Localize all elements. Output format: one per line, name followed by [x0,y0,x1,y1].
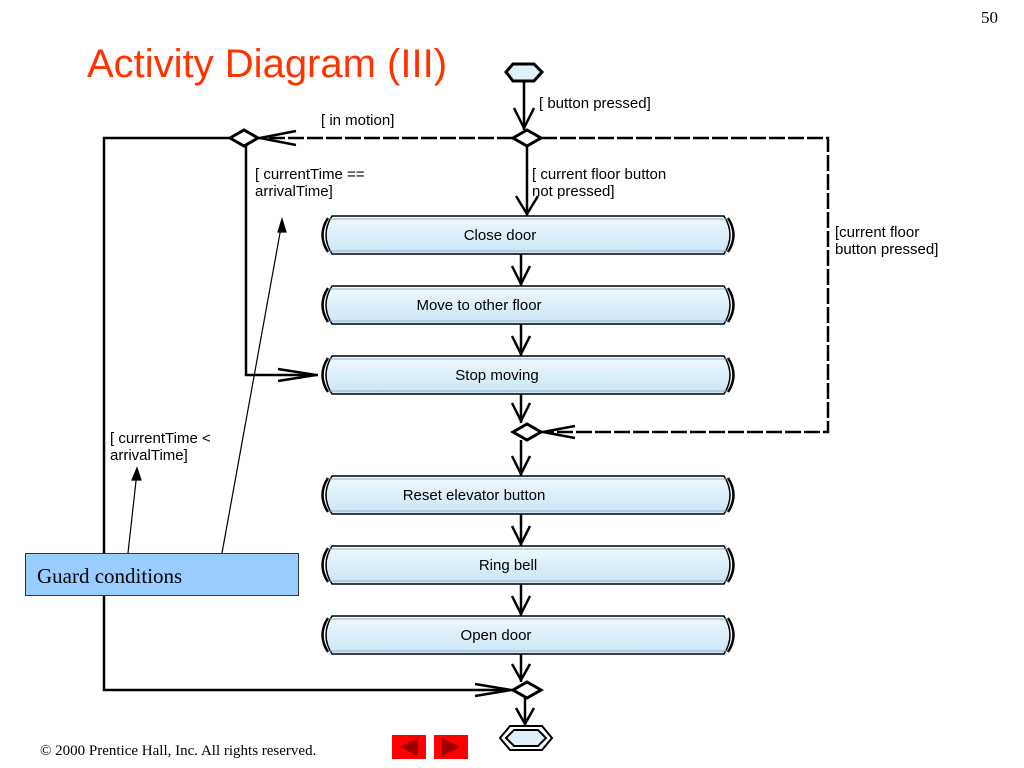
copyright-footer: © 2000 Prentice Hall, Inc. All rights re… [40,743,317,759]
activity-label: Open door [461,627,532,644]
slide-title: Activity Diagram (III) [87,42,448,86]
guard-button-pressed: [ button pressed] [539,95,651,112]
activity-state: Ring bell [321,545,735,585]
previous-slide-button[interactable] [392,735,426,759]
guard-floor-not-pressed-line2: not pressed] [532,183,615,200]
guard-floor-pressed-line2: button pressed] [835,241,938,258]
guard-current-time-equals-line1: [ currentTime == [255,166,365,183]
merge-diamond-middle [509,422,545,442]
callout-pointers [127,216,287,554]
transitions [102,81,830,727]
initial-state [504,62,545,83]
guard-current-time-less-line1: [ currentTime < [110,430,211,447]
guard-floor-not-pressed-line1: [ current floor button [532,166,666,183]
activity-state: Move to other floor [321,285,735,325]
activity-label: Stop moving [455,367,538,384]
guard-current-time-equals-line2: arrivalTime] [255,183,333,200]
guard-floor-pressed-line1: [current floor [835,224,919,241]
decision-diamond-left [226,128,262,148]
activity-state: Reset elevator button [321,475,735,515]
activity-label: Close door [464,227,537,244]
guard-conditions-callout: Guard conditions [25,553,299,596]
activity-state: Open door [321,615,735,655]
activity-label: Move to other floor [416,297,541,314]
activity-state: Close door [321,215,735,255]
decision-diamond-top [509,128,545,148]
activity-label: Reset elevator button [403,487,546,504]
activity-state: Stop moving [321,355,735,395]
callout-label: Guard conditions [37,564,183,588]
next-slide-button[interactable] [434,735,468,759]
page-number: 50 [981,8,998,27]
left-arrow-icon [400,738,418,756]
merge-diamond-bottom [509,680,545,700]
right-arrow-icon [442,738,460,756]
final-state [498,725,554,751]
guard-current-time-less-line2: arrivalTime] [110,447,188,464]
guard-in-motion: [ in motion] [321,112,394,129]
activity-label: Ring bell [479,557,537,574]
